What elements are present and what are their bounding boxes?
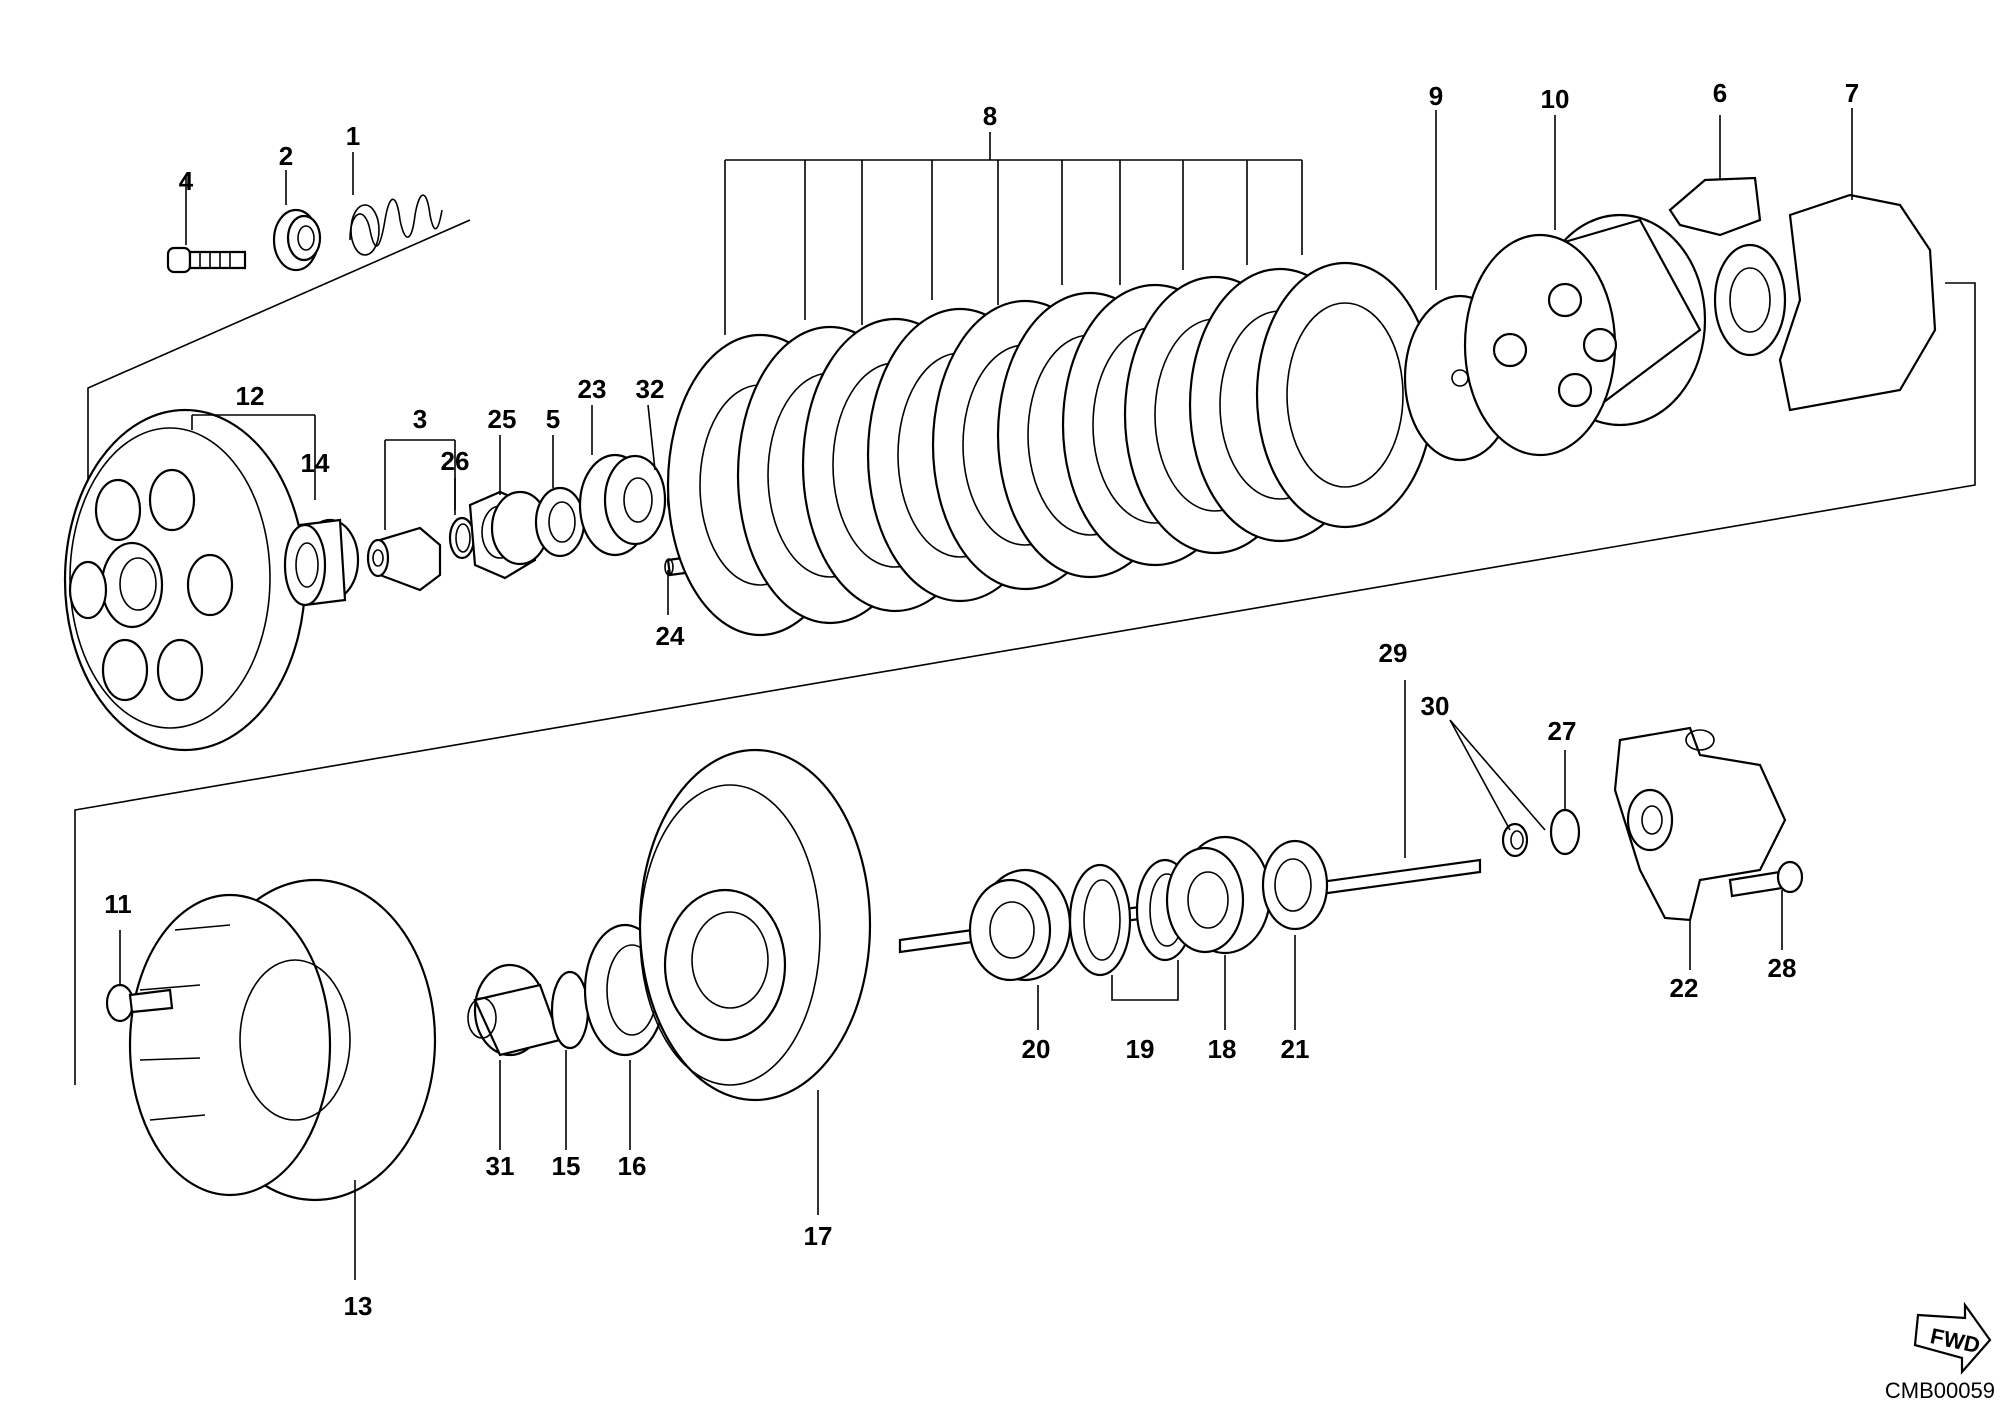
label-26: 26: [441, 446, 470, 476]
screw-part-4: [166, 246, 247, 274]
label-28: 28: [1768, 953, 1797, 983]
bolt-part-28: [1728, 860, 1804, 898]
pressure-plate-part-12: [63, 408, 307, 752]
label-13: 13: [344, 1291, 373, 1321]
washer-part-5: [534, 486, 586, 558]
label-18: 18: [1208, 1034, 1237, 1064]
clutch-plate-stack-part-8: [666, 261, 1435, 637]
label-29: 29: [1379, 638, 1408, 668]
part-labels: 1 2 3 4 5 6 7 8 9 10 11 12 13 14 15 16 1…: [104, 78, 1859, 1321]
bearing-part-20: [968, 868, 1072, 982]
spring-cup-part-2: [272, 208, 322, 272]
bearing-part-14: [283, 518, 360, 607]
bearing-part-21: [1261, 839, 1329, 931]
clutch-spring-part-1: [349, 194, 443, 256]
spacer-part-31: [467, 963, 562, 1057]
label-15: 15: [552, 1151, 581, 1181]
label-24: 24: [656, 621, 685, 651]
label-16: 16: [618, 1151, 647, 1181]
label-4: 4: [179, 166, 194, 196]
seal-part-30: [1501, 822, 1529, 858]
label-10: 10: [1541, 84, 1570, 114]
label-9: 9: [1429, 81, 1443, 111]
label-17: 17: [804, 1221, 833, 1251]
rubber-damper-part-6: [1668, 176, 1762, 237]
pushrod-part-3: [366, 526, 442, 592]
label-5: 5: [546, 404, 560, 434]
leader-lines: [119, 108, 1853, 1280]
thrust-bearing-part-23: [578, 453, 667, 557]
bolt-part-11: [105, 983, 174, 1023]
label-21: 21: [1281, 1034, 1310, 1064]
clutch-basket-part-13: [128, 878, 437, 1202]
clutch-hub-part-10: [1463, 213, 1707, 457]
label-25: 25: [488, 404, 517, 434]
forward-arrow-icon: FWD: [1913, 1301, 1992, 1375]
label-22: 22: [1670, 973, 1699, 1003]
drive-flange-part-7: [1713, 193, 1937, 412]
label-31: 31: [486, 1151, 515, 1181]
o-ring-part-27: [1549, 808, 1581, 856]
label-14: 14: [301, 448, 330, 478]
o-ring-part-26: [448, 516, 476, 560]
label-11: 11: [104, 889, 132, 919]
label-7: 7: [1845, 78, 1859, 108]
label-20: 20: [1022, 1034, 1051, 1064]
label-3: 3: [413, 404, 427, 434]
nut-part-25: [468, 490, 550, 580]
label-32: 32: [636, 374, 665, 404]
label-23: 23: [578, 374, 607, 404]
label-12: 12: [236, 381, 265, 411]
bearing-part-18: [1165, 835, 1272, 955]
label-6: 6: [1713, 78, 1727, 108]
label-2: 2: [279, 141, 293, 171]
label-8: 8: [983, 101, 997, 131]
label-27: 27: [1548, 716, 1577, 746]
label-1: 1: [346, 121, 360, 151]
primary-gear-part-17: [638, 748, 872, 1102]
label-19: 19: [1126, 1034, 1155, 1064]
drawing-code: CMB00059: [1885, 1378, 1995, 1403]
o-ring-part-15: [550, 970, 590, 1050]
slave-cylinder-part-22: [1613, 726, 1787, 922]
label-30: 30: [1421, 691, 1450, 721]
